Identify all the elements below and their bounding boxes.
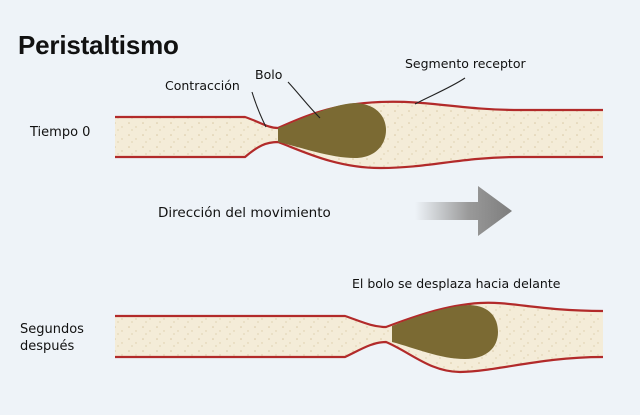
label-bolo: Bolo (255, 67, 283, 82)
label-segundos-despues: Segundos después (20, 321, 84, 355)
label-segmento-receptor: Segmento receptor (405, 56, 526, 71)
label-direccion: Dirección del movimiento (158, 205, 331, 221)
tube-later-lumen (115, 302, 603, 372)
direction-arrow-icon (415, 186, 512, 236)
label-segundos-line1: Segundos (20, 322, 84, 337)
page-title: Peristaltismo (18, 30, 179, 60)
tube-time-0-bottom-wall (115, 140, 603, 170)
label-contraccion: Contracción (165, 78, 240, 93)
tube-later (115, 301, 604, 374)
leader-segmento (414, 77, 466, 105)
label-segundos-line2: después (20, 339, 75, 354)
tube-later-bottom-wall (115, 340, 604, 374)
tube-time-0 (115, 100, 603, 170)
tube-later-top-wall (115, 301, 604, 329)
leader-bolo (287, 81, 321, 119)
bolus-time-0 (278, 103, 386, 158)
label-bolo-desplaza: El bolo se desplaza hacia delante (352, 276, 561, 291)
label-tiempo-0: Tiempo 0 (30, 125, 91, 140)
bolus-later (392, 305, 498, 359)
leader-contraccion (251, 91, 267, 128)
